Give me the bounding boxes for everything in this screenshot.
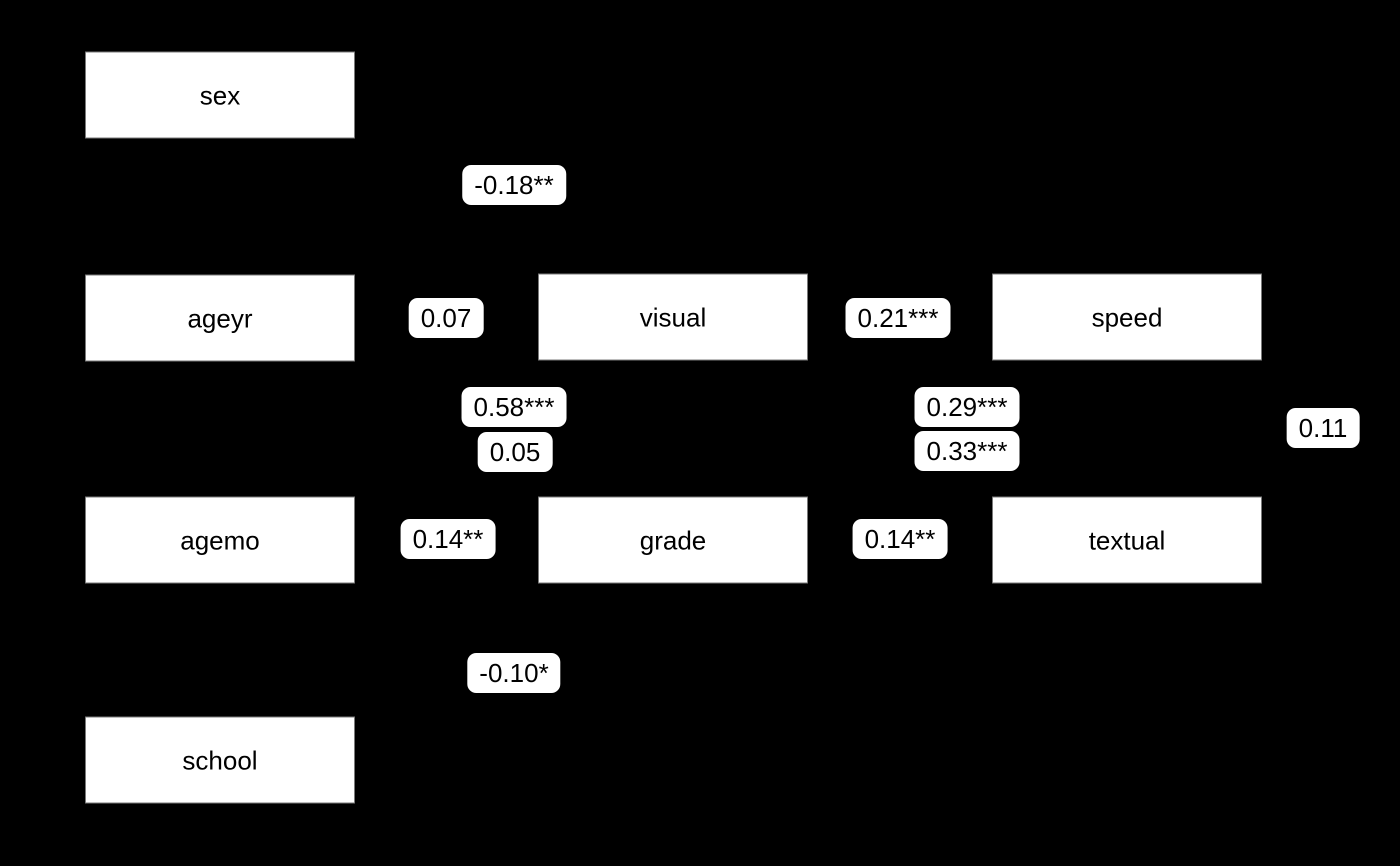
edge-label-029: 0.29*** xyxy=(914,387,1020,427)
edge-label-014-left: 0.14** xyxy=(400,519,496,559)
edge-label-033: 0.33*** xyxy=(914,431,1020,471)
node-ageyr: ageyr xyxy=(85,274,355,362)
node-speed-label: speed xyxy=(1091,302,1163,332)
node-textual-label: textual xyxy=(1088,525,1166,555)
node-agemo: agemo xyxy=(85,496,355,584)
node-speed: speed xyxy=(992,273,1262,361)
node-grade-label: grade xyxy=(639,525,707,555)
node-textual: textual xyxy=(992,496,1262,584)
edge-label-014-right: 0.14** xyxy=(852,519,948,559)
node-sex-label: sex xyxy=(199,80,241,110)
edge-label-021: 0.21*** xyxy=(845,298,951,338)
node-grade: grade xyxy=(538,496,808,584)
edge-label-007: 0.07 xyxy=(408,298,484,338)
node-school: school xyxy=(85,716,355,804)
node-agemo-label: agemo xyxy=(180,525,260,555)
node-school-label: school xyxy=(182,745,258,775)
edge-label-neg018: -0.18** xyxy=(462,165,566,205)
node-sex: sex xyxy=(85,51,355,139)
edge-label-005: 0.05 xyxy=(477,432,553,472)
node-visual-label: visual xyxy=(639,302,707,332)
edge-label-011: 0.11 xyxy=(1286,408,1360,448)
edge-label-neg010: -0.10* xyxy=(467,653,561,693)
node-visual: visual xyxy=(538,273,808,361)
node-ageyr-label: ageyr xyxy=(187,303,253,333)
edge-label-058: 0.58*** xyxy=(461,387,567,427)
